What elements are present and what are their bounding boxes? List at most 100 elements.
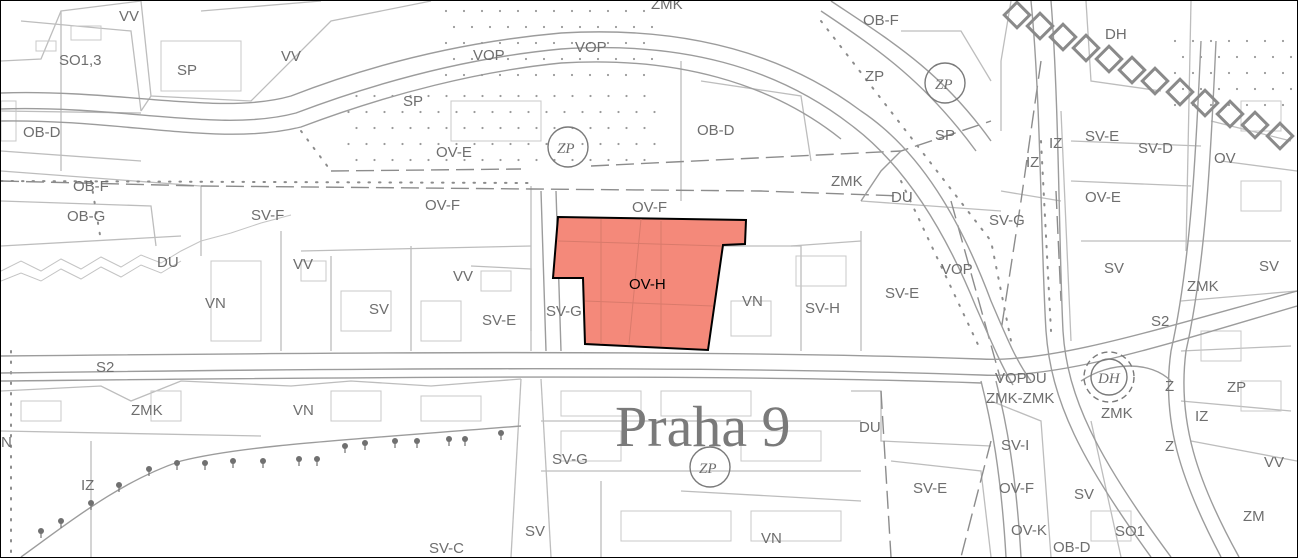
zp-symbol-circle-2 xyxy=(924,62,966,104)
park-dot xyxy=(535,158,538,162)
park-dot xyxy=(470,25,474,29)
park-dot xyxy=(509,110,512,114)
zone-label-zmk-r: ZMK xyxy=(1187,278,1219,295)
zone-label-obg-left: OB-G xyxy=(67,208,105,225)
park-dot xyxy=(607,126,610,130)
park-dot xyxy=(1245,103,1249,107)
park-dot xyxy=(488,25,492,29)
park-dot xyxy=(347,142,350,146)
park-dot xyxy=(534,41,538,45)
park-dot xyxy=(1245,39,1249,43)
park-dot xyxy=(1281,39,1285,43)
zone-label-zmk-top: ZMK xyxy=(651,1,683,13)
park-dot xyxy=(463,126,466,130)
park-dot xyxy=(581,110,584,114)
park-dot xyxy=(632,57,636,61)
park-dot xyxy=(607,94,610,98)
zone-label-so13: SO1,3 xyxy=(59,52,102,69)
park-dot xyxy=(391,126,394,130)
zone-label-ovk: OV-K xyxy=(1011,522,1047,539)
park-dot xyxy=(1173,39,1177,43)
park-dot xyxy=(1191,39,1195,43)
railway-viaduct xyxy=(1002,1,1295,151)
park-dot xyxy=(1209,103,1213,107)
park-dot xyxy=(606,73,610,77)
zone-label-sv-far: SV xyxy=(1259,258,1279,275)
park-dot xyxy=(542,25,546,29)
park-dot xyxy=(1217,55,1221,59)
park-dot xyxy=(427,94,430,98)
park-dot xyxy=(1227,39,1231,43)
rail-square xyxy=(1025,11,1055,41)
zone-label-iz-bl: IZ xyxy=(81,477,94,494)
park-dot xyxy=(642,9,646,13)
park-dot xyxy=(506,57,510,61)
park-dot xyxy=(1263,71,1267,75)
zone-label-obf-top: OB-F xyxy=(863,12,899,29)
zone-label-du-left: DU xyxy=(157,254,179,271)
rail-square xyxy=(1048,22,1078,52)
park-dot xyxy=(1245,71,1249,75)
zone-label-vn-low: VN xyxy=(293,402,314,419)
park-dot xyxy=(607,158,610,162)
park-dot xyxy=(419,110,422,114)
park-dot xyxy=(534,9,538,13)
zone-label-iz-low: IZ xyxy=(1195,408,1208,425)
park-dot xyxy=(599,142,602,146)
park-dot-pattern xyxy=(347,9,1293,162)
park-dot xyxy=(578,25,582,29)
park-dot xyxy=(542,57,546,61)
zone-label-ov-r: OV xyxy=(1214,150,1236,167)
park-dot xyxy=(1235,87,1239,91)
park-dot xyxy=(1173,103,1177,107)
park-dot xyxy=(383,110,386,114)
zone-label-du-low2: DU xyxy=(1025,370,1047,387)
zone-label-svg-low: SV-G xyxy=(552,451,588,468)
park-dot xyxy=(481,158,484,162)
zone-label-iz-1: IZ xyxy=(1049,135,1062,152)
zone-label-svc: SV-C xyxy=(429,540,464,557)
zone-label-svf-left: SV-F xyxy=(251,207,284,224)
park-dot xyxy=(617,142,620,146)
rail-square xyxy=(1140,66,1170,96)
tree-markers xyxy=(38,430,504,538)
zone-label-n-edge: N xyxy=(1,434,12,451)
park-dot xyxy=(635,142,638,146)
park-dot xyxy=(516,9,520,13)
zone-label-z-1: Z xyxy=(1165,378,1174,395)
park-dot xyxy=(1181,55,1185,59)
park-dot xyxy=(473,110,476,114)
zone-label-obd-bottom: OB-D xyxy=(1053,539,1091,556)
park-dot xyxy=(1253,55,1257,59)
slope-hatching xyxy=(1,214,292,282)
zone-label-dh-italic: DH xyxy=(1097,371,1121,387)
rail-square xyxy=(1240,110,1270,140)
park-dot xyxy=(563,110,566,114)
park-dot xyxy=(1281,71,1285,75)
park-dot xyxy=(463,158,466,162)
park-dot xyxy=(589,158,592,162)
park-dot xyxy=(1263,39,1267,43)
park-dot xyxy=(452,57,456,61)
park-dot xyxy=(632,25,636,29)
park-dot xyxy=(409,126,412,130)
park-dot xyxy=(1289,87,1293,91)
park-dot xyxy=(560,57,564,61)
park-dot xyxy=(527,142,530,146)
zone-label-sv-low: SV xyxy=(1074,486,1094,503)
zone-label-vn-mid: VN xyxy=(742,293,763,310)
zone-label-so1: SO1 xyxy=(1115,523,1145,540)
park-dot xyxy=(570,9,574,13)
park-dot xyxy=(1181,87,1185,91)
park-dot xyxy=(498,41,502,45)
park-dot xyxy=(499,158,502,162)
zone-label-obd-left: OB-D xyxy=(23,124,61,141)
zone-label-zp-italic-2: ZP xyxy=(557,141,575,157)
zone-label-dh-top: DH xyxy=(1105,26,1127,43)
park-dot xyxy=(534,73,538,77)
park-dot xyxy=(617,110,620,114)
highlighted-plot-label: OV-H xyxy=(629,276,666,293)
park-dot xyxy=(635,110,638,114)
park-dot xyxy=(1271,55,1275,59)
